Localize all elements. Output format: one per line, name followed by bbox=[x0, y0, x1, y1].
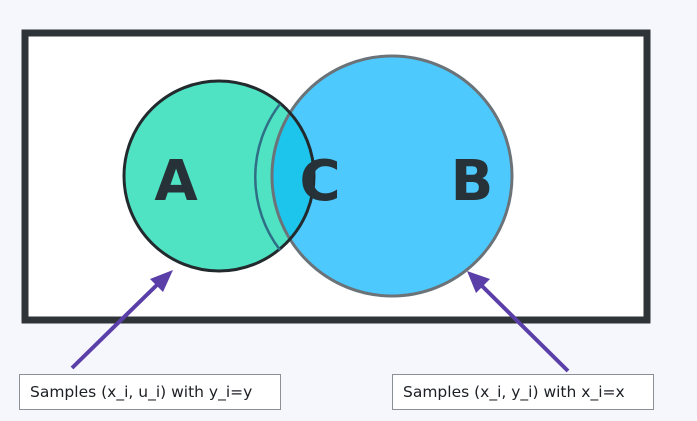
set-a-label: A bbox=[154, 149, 198, 214]
set-b-inner-arc bbox=[253, 103, 281, 251]
set-b-label: B bbox=[451, 149, 494, 214]
left-arrow bbox=[70, 270, 173, 370]
set-a-outline bbox=[122, 79, 316, 273]
set-b-outline bbox=[270, 54, 514, 298]
callout-left: Samples (x_i, u_i) with y_i=y bbox=[19, 374, 281, 410]
right-arrow bbox=[467, 271, 570, 373]
set-c-label: C bbox=[299, 149, 340, 214]
callout-right: Samples (x_i, y_i) with x_i=x bbox=[392, 374, 654, 410]
set-b-circle bbox=[272, 56, 512, 296]
